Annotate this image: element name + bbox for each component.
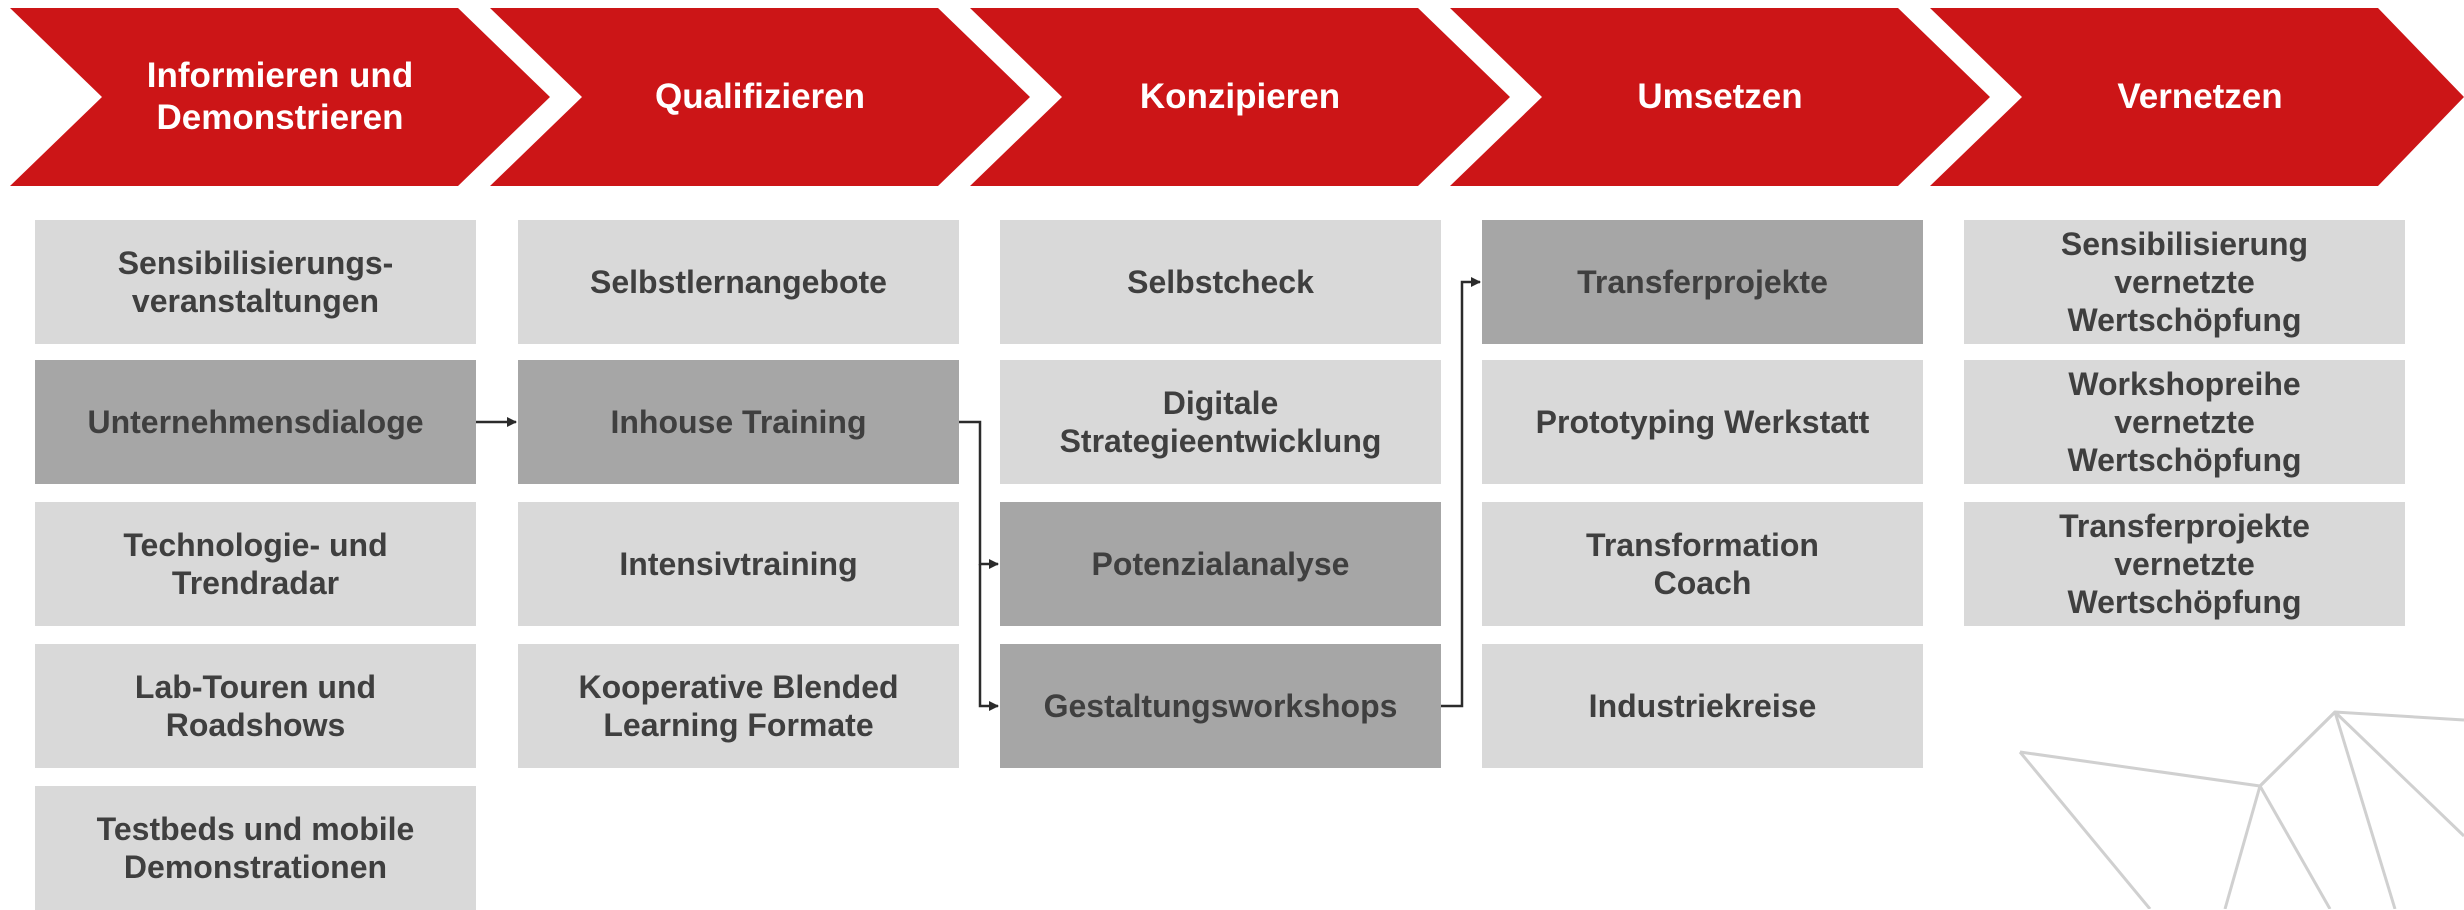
item-gestaltungsworkshops[interactable]: Gestaltungsworkshops: [1000, 644, 1441, 768]
item-industriekreise[interactable]: Industriekreise: [1482, 644, 1923, 768]
item-sensibilisierung-vernetzte-wertschoepfung[interactable]: Sensibilisierung vernetzte Wertschöpfung: [1964, 220, 2405, 344]
connector-gestaltungsworkshops-to-transferprojekte: [1441, 277, 1481, 708]
phase-chevrons: [10, 8, 2464, 186]
phase-chevron-5: [1930, 8, 2464, 186]
item-lab-touren-und-roadshows[interactable]: Lab-Touren und Roadshows: [35, 644, 476, 768]
item-digitale-strategieentwicklung[interactable]: Digitale Strategieentwicklung: [1000, 360, 1441, 484]
phase-title-umsetzen: Umsetzen: [1637, 77, 1803, 116]
decorative-mesh: [2018, 710, 2464, 909]
connector-inhouse-training-to-potenzialanalyse: [959, 420, 999, 569]
phase-chevron-2: [490, 8, 1030, 186]
phase-chevron-1: [10, 8, 550, 186]
phase-title-qualifizieren: Qualifizieren: [654, 77, 866, 116]
item-potenzialanalyse[interactable]: Potenzialanalyse: [1000, 502, 1441, 626]
item-inhouse-training[interactable]: Inhouse Training: [518, 360, 959, 484]
item-technologie-und-trendradar[interactable]: Technologie- und Trendradar: [35, 502, 476, 626]
phase-title-vernetzen: Vernetzen: [2117, 77, 2283, 116]
item-kooperative-blended-learning-formate[interactable]: Kooperative Blended Learning Formate: [518, 644, 959, 768]
item-workshopreihe-vernetzte-wertschoepfung[interactable]: Workshopreihe vernetzte Wertschöpfung: [1964, 360, 2405, 484]
phase-chevron-4: [1450, 8, 1990, 186]
phase-chevron-3: [970, 8, 1510, 186]
item-unternehmensdialoge[interactable]: Unternehmensdialoge: [35, 360, 476, 484]
item-transformation-coach[interactable]: Transformation Coach: [1482, 502, 1923, 626]
item-selbstlernangebote[interactable]: Selbstlernangebote: [518, 220, 959, 344]
phase-title-konzipieren: Konzipieren: [1139, 77, 1341, 116]
item-intensivtraining[interactable]: Intensivtraining: [518, 502, 959, 626]
item-selbstcheck[interactable]: Selbstcheck: [1000, 220, 1441, 344]
item-testbeds-und-mobile-demonstrationen[interactable]: Testbeds und mobile Demonstrationen: [35, 786, 476, 910]
item-prototyping-werkstatt[interactable]: Prototyping Werkstatt: [1482, 360, 1923, 484]
item-transferprojekte[interactable]: Transferprojekte: [1482, 220, 1923, 344]
item-transferprojekte-vernetzte-wertschoepfung[interactable]: Transferprojekte vernetzte Wertschöpfung: [1964, 502, 2405, 626]
connector-inhouse-training-to-gestaltungsworkshops: [978, 564, 999, 711]
phase-title-informieren: Informieren und Demonstrieren: [146, 56, 414, 137]
item-sensibilisierungsveranstaltungen[interactable]: Sensibilisierungs- veranstaltungen: [35, 220, 476, 344]
